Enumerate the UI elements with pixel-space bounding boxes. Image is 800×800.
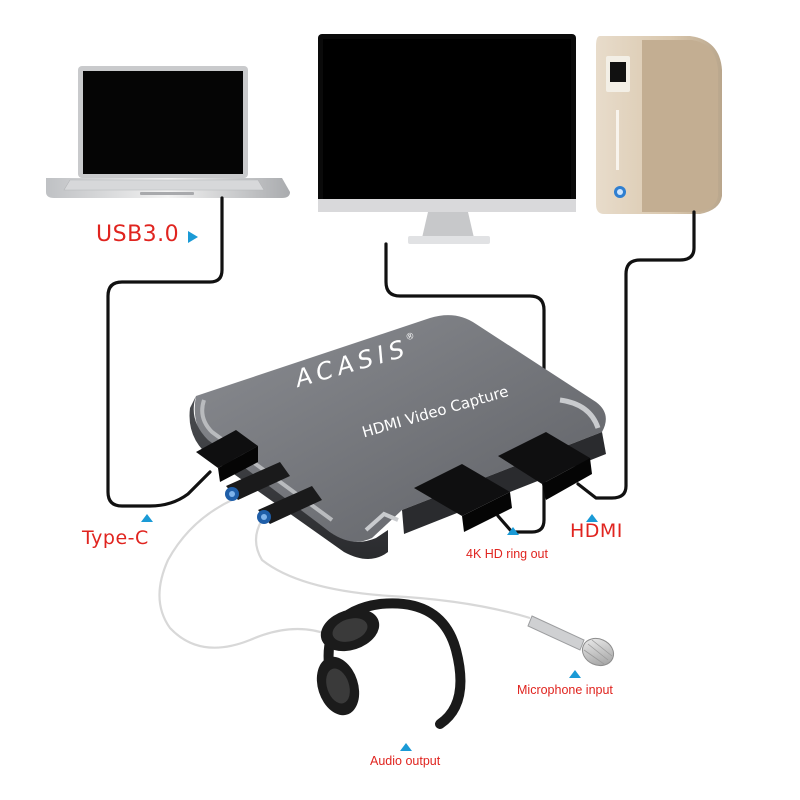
laptop-icon xyxy=(46,66,290,198)
usb-label: USB3.0 xyxy=(96,222,180,247)
hdmi-in-plug-icon xyxy=(498,432,592,500)
audio-jack-plug-icon xyxy=(225,462,290,501)
hdmi-out-plug-icon xyxy=(414,464,512,532)
ring-out-arrow-icon xyxy=(507,527,519,535)
audio-wires xyxy=(158,499,531,649)
type-c-plug-icon xyxy=(196,430,258,482)
monitor-icon xyxy=(318,34,576,244)
usb-arrow-icon xyxy=(188,231,198,243)
audio-output-label: Audio output xyxy=(370,754,441,768)
audio-arrow-icon xyxy=(400,743,412,751)
headphones-icon xyxy=(316,598,466,729)
type-c-arrow-icon xyxy=(141,514,153,522)
hdmi-arrow-icon xyxy=(586,514,598,522)
mic-input-label: Microphone input xyxy=(517,683,613,697)
mic-arrow-icon xyxy=(569,670,581,678)
pointer-arrows xyxy=(141,231,598,751)
ring-out-label: 4K HD ring out xyxy=(466,547,548,561)
mic-jack-plug-icon xyxy=(257,486,322,524)
type-c-label: Type-C xyxy=(82,527,149,549)
microphone-icon xyxy=(527,615,615,667)
cables xyxy=(106,196,696,534)
hdmi-label: HDMI xyxy=(570,520,623,542)
pc-tower-icon xyxy=(596,36,722,214)
capture-device xyxy=(189,315,606,559)
